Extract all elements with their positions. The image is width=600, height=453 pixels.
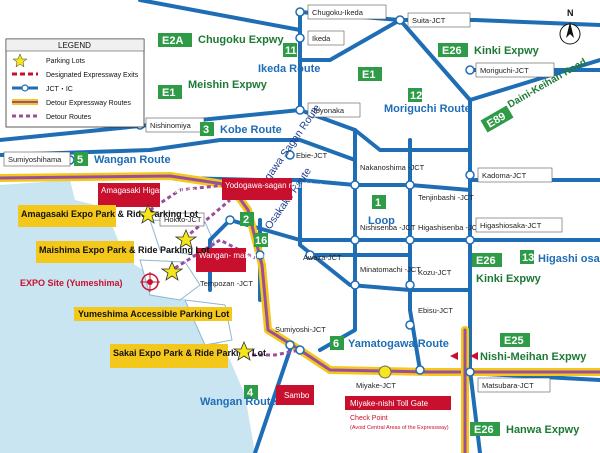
jct-kozu: Kozu-JCT xyxy=(418,268,452,277)
jct-suita: Suita-JCT xyxy=(412,16,446,25)
legend-exits: Designated Expressway Exits xyxy=(46,72,139,79)
exit-yodogawa: Yodogawa-sagan maishima xyxy=(225,181,324,190)
parking-star-icons xyxy=(136,203,256,361)
badge-e2a: E2A xyxy=(162,35,183,47)
star-icon xyxy=(232,340,256,361)
north-arrow-icon: N xyxy=(559,8,581,45)
star-icon xyxy=(136,203,160,224)
badge-e26-hanwa: E26 xyxy=(474,424,494,436)
jct-nakanoshima: Nakanoshima -JCT xyxy=(360,163,425,172)
badge-e1-b: E1 xyxy=(362,69,375,81)
route-4-num: 4 xyxy=(247,387,254,399)
jct-minatomachi: Minatomachi -JCT xyxy=(360,265,421,274)
jct-ebisu: Ebisu-JCT xyxy=(418,306,453,315)
legend-detour-expwy: Detour Expressway Routes xyxy=(46,100,131,107)
route-13-num: 13 xyxy=(522,252,534,264)
legend-detour-routes: Detour Routes xyxy=(46,114,92,121)
route-1-name: Loop xyxy=(368,215,395,227)
jct-circle-icon xyxy=(21,84,29,92)
exit-arrows xyxy=(450,352,478,360)
legend-jct: JCT・IC xyxy=(46,86,73,93)
jct-sumiyoshi: Sumiyoshi-JCT xyxy=(275,325,326,334)
route-3-name: Kobe Route xyxy=(220,124,282,136)
route-16-num: 16 xyxy=(255,235,267,247)
legend-parking: Parking Lots xyxy=(46,58,85,65)
jct-higashisenba: Higashisenba -JCT xyxy=(418,223,482,232)
parking-yumeshima: Yumeshima Accessible Parking Lot xyxy=(78,309,229,319)
expo-site-label: EXPO Site (Yumeshima) xyxy=(20,278,123,288)
badge-e1: E1 xyxy=(162,87,175,99)
badge-e26-kinki: E26 xyxy=(442,45,462,57)
jct-toyonaka: Toyonaka xyxy=(312,106,345,115)
route-5-name: Wangan Route xyxy=(94,154,171,166)
route-5-num: 5 xyxy=(77,154,83,166)
badge-e26-kinki-2: E26 xyxy=(476,255,496,267)
route-2-num: 2 xyxy=(243,214,249,226)
expwy-nishi-meihan: Nishi-Meihan Expwy xyxy=(480,351,587,363)
jct-ikeda: Ikeda xyxy=(312,34,331,43)
star-icon xyxy=(160,260,184,281)
expo-site-marker xyxy=(140,272,160,292)
route-13-name: Higashi osaka Route xyxy=(538,253,600,265)
route-4-name: Wangan Route xyxy=(200,396,277,408)
jct-ebie: Ebie-JCT xyxy=(296,151,328,160)
check-point-note: (Avoid Central Areas of the Expressway) xyxy=(350,425,449,431)
junction-markers xyxy=(65,7,475,377)
exit-labels: Amagasaki Higashi-kaigan Yodogawa-sagan … xyxy=(98,178,451,410)
parking-labels: Amagasaki Expo Park & Ride Parking Lot M… xyxy=(18,205,266,368)
route-12-name: Moriguchi Route xyxy=(384,103,471,115)
star-icon xyxy=(12,53,28,68)
expwy-chugoku: Chugoku Expwy xyxy=(198,34,284,46)
star-icon xyxy=(174,228,198,249)
parking-sakai: Sakai Expo Park & Ride Parking Lot xyxy=(113,348,266,358)
jct-sumiyoshihama: Sumiyoshihama xyxy=(8,155,62,164)
route-11-name: Ikeda Route xyxy=(258,63,320,75)
check-point-marker xyxy=(378,365,392,379)
legend-title: LEGEND xyxy=(58,41,91,50)
jct-moriguchi: Moriguchi-JCT xyxy=(480,66,529,75)
route-6-name: Yamatogawa Route xyxy=(348,338,449,350)
parking-maishima: Maishima Expo Park & Ride Parking Lot xyxy=(39,245,210,255)
exit-amagasaki: Amagasaki Higashi-kaigan xyxy=(101,186,196,195)
expwy-kinki-2: Kinki Expwy xyxy=(476,273,542,285)
parking-amagasaki: Amagasaki Expo Park & Ride Parking Lot xyxy=(21,209,198,219)
jct-kadoma: Kadoma-JCT xyxy=(482,171,527,180)
route-12-num: 12 xyxy=(410,90,422,102)
expwy-hanwa: Hanwa Expwy xyxy=(506,424,580,436)
jct-nishinomiya: Nishinomiya xyxy=(150,121,192,130)
detour-expressway-route xyxy=(0,172,600,453)
exit-miyake-nishi: Miyake-nishi Toll Gate xyxy=(350,399,429,408)
expwy-kinki: Kinki Expwy xyxy=(474,45,540,57)
exit-wangan-maishima: Wangan- maishima xyxy=(199,251,268,260)
jct-awaza: Awaza-JCT xyxy=(303,253,342,262)
exit-sambo: Sambo xyxy=(284,391,310,400)
check-point-title: Check Point xyxy=(350,415,388,422)
route-1-num: 1 xyxy=(375,197,381,209)
detour-routes xyxy=(149,183,301,357)
jct-tempozan: Tempozan -JCT xyxy=(200,279,253,288)
jct-miyake: Miyake-JCT xyxy=(356,381,396,390)
legend: LEGEND Parking Lots Designated Expresswa… xyxy=(5,38,145,128)
route-3-num: 3 xyxy=(203,124,209,136)
jct-higashiosaka: Higashiosaka-JCT xyxy=(480,221,542,230)
badge-e25: E25 xyxy=(504,335,524,347)
route-11-num: 11 xyxy=(285,45,297,57)
jct-hokko: Hokko-JCT xyxy=(164,215,202,224)
svg-text:N: N xyxy=(567,8,574,18)
jct-matsubara: Matsubara-JCT xyxy=(482,381,534,390)
jct-tenjinbashi: Tenjinbashi -JCT xyxy=(418,193,474,202)
jct-chugoku-ikeda: Chugoku-Ikeda xyxy=(312,8,364,17)
route-6-num: 6 xyxy=(333,338,339,350)
jct-nishisenba: Nishisenba -JCT xyxy=(360,223,416,232)
expwy-meishin: Meishin Expwy xyxy=(188,79,268,91)
junction-labels: Chugoku-Ikeda Ikeda Suita-JCT Moriguchi-… xyxy=(3,4,563,393)
